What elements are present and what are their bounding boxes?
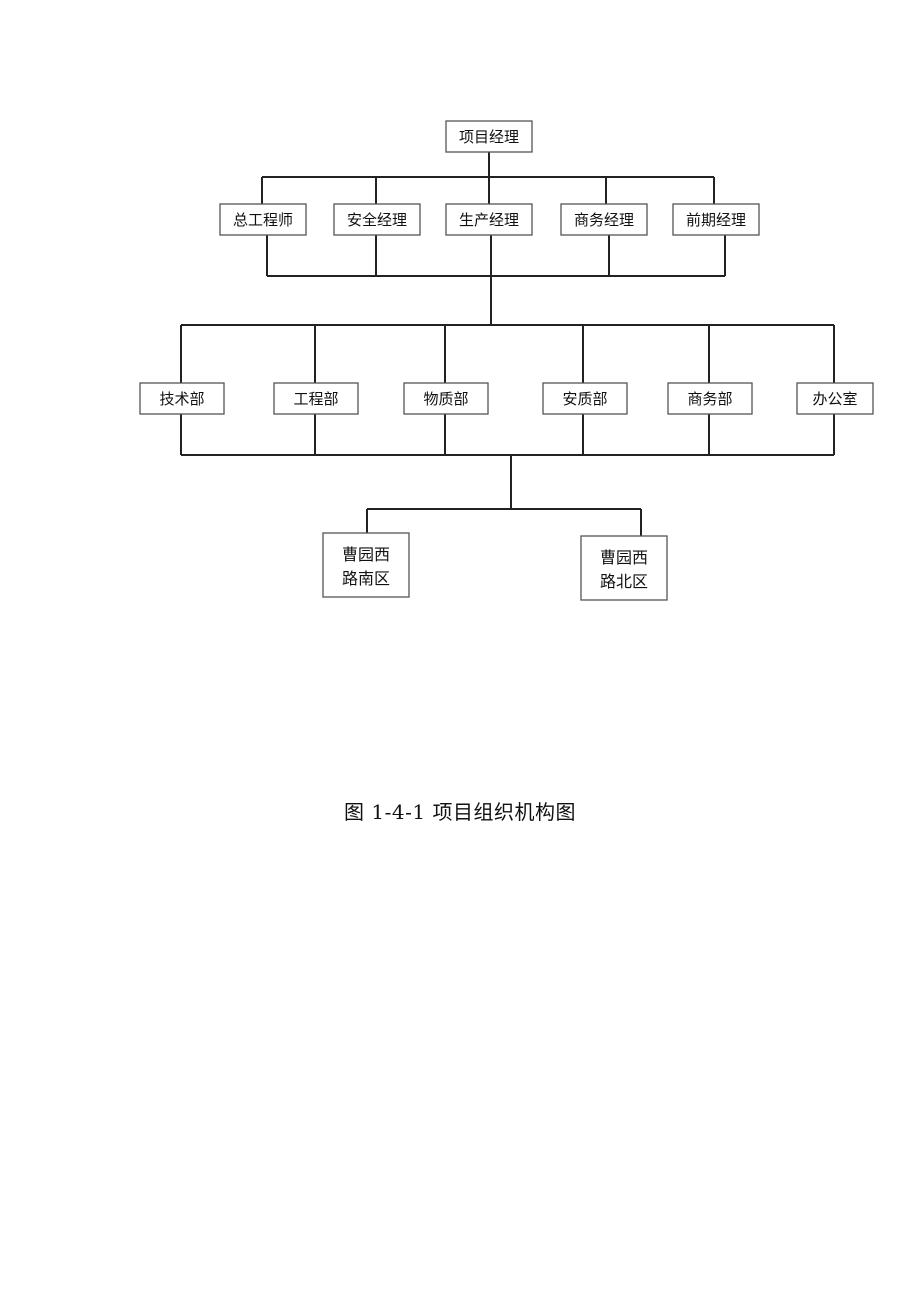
node-label: 总工程师 — [233, 211, 293, 229]
node-label: 商务部 — [687, 390, 732, 408]
node-district-south: 曹园西 路南区 — [322, 532, 410, 598]
connector-lines — [180, 152, 835, 536]
node-preliminary-manager: 前期经理 — [672, 203, 760, 236]
node-label: 生产经理 — [459, 211, 519, 229]
node-label: 安质部 — [562, 390, 607, 408]
node-label: 工程部 — [293, 390, 338, 408]
node-technical-dept: 技术部 — [139, 382, 225, 415]
node-label-line2: 路南区 — [342, 569, 390, 588]
node-label: 安全经理 — [347, 211, 407, 229]
node-district-north: 曹园西 路北区 — [580, 535, 668, 601]
node-safety-quality-dept: 安质部 — [542, 382, 628, 415]
node-label: 前期经理 — [686, 211, 746, 229]
node-label: 办公室 — [812, 390, 857, 408]
node-materials-dept: 物质部 — [403, 382, 489, 415]
node-business-dept: 商务部 — [667, 382, 753, 415]
node-label: 技术部 — [159, 390, 204, 408]
org-chart-diagram: 项目经理 总工程师 安全经理 生产经理 商务经理 前期经理 技术部 工程部 物质… — [139, 120, 874, 601]
node-chief-engineer: 总工程师 — [219, 203, 307, 236]
node-business-manager: 商务经理 — [560, 203, 648, 236]
node-office: 办公室 — [796, 382, 874, 415]
figure-caption: 图 1-4-1 项目组织机构图 — [344, 800, 576, 824]
node-label: 商务经理 — [574, 211, 634, 229]
node-label-line1: 曹园西 — [342, 545, 390, 564]
node-safety-manager: 安全经理 — [333, 203, 421, 236]
node-label: 项目经理 — [459, 128, 519, 146]
node-label: 物质部 — [423, 390, 468, 408]
node-label-line1: 曹园西 — [600, 548, 648, 567]
node-label-line2: 路北区 — [600, 572, 648, 591]
node-production-manager: 生产经理 — [445, 203, 533, 236]
node-engineering-dept: 工程部 — [273, 382, 359, 415]
node-project-manager: 项目经理 — [445, 120, 533, 153]
